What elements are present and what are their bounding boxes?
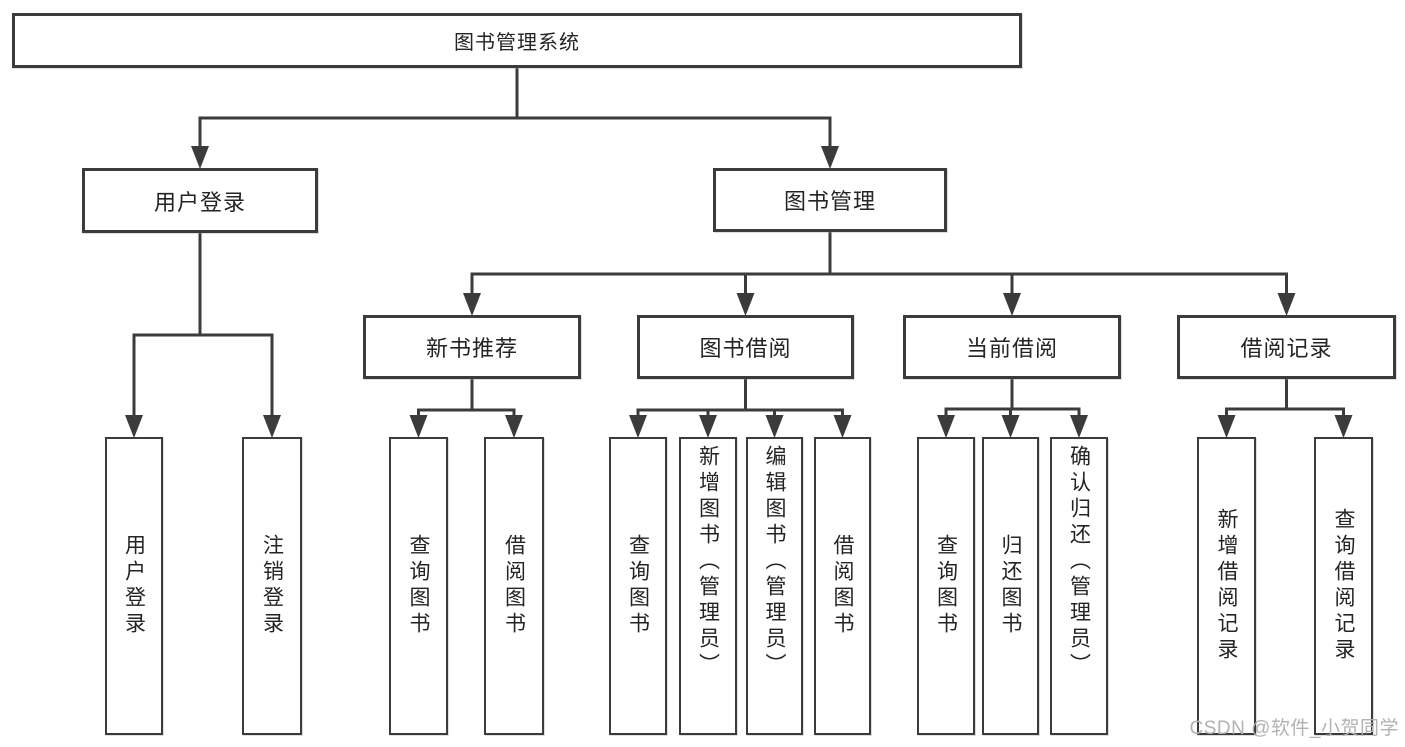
arrowhead-icon bbox=[1217, 415, 1236, 438]
arrowhead-icon bbox=[821, 146, 839, 169]
node-label-root: 图书管理系统 bbox=[454, 32, 580, 54]
node-root: 图书管理系统 bbox=[12, 13, 1022, 68]
arrowhead-icon bbox=[833, 415, 852, 438]
node-borrowing-records: 借阅记录 bbox=[1177, 315, 1396, 379]
arrowhead-icon bbox=[1277, 293, 1296, 316]
arrowhead-icon bbox=[765, 415, 784, 438]
node-label-new-book-recommend: 新书推荐 bbox=[425, 336, 518, 361]
arrowhead-icon bbox=[263, 415, 281, 438]
arrowhead-icon bbox=[191, 146, 209, 169]
arrowhead-icon bbox=[1001, 415, 1020, 438]
node-label-leaf-add-book: 新增图书（管理员） bbox=[696, 445, 720, 679]
arrowhead-icon bbox=[736, 293, 755, 316]
node-book-management: 图书管理 bbox=[713, 168, 947, 232]
node-leaf-user-login: 用户登录 bbox=[105, 437, 163, 735]
node-label-current-borrowing: 当前借阅 bbox=[965, 336, 1058, 361]
node-leaf-borrow-book-1: 借阅图书 bbox=[484, 437, 544, 735]
arrowhead-icon bbox=[505, 415, 523, 438]
node-label-book-management: 图书管理 bbox=[783, 189, 876, 214]
node-label-borrowing-records: 借阅记录 bbox=[1240, 336, 1333, 361]
node-leaf-add-borrow-record: 新增借阅记录 bbox=[1197, 437, 1256, 735]
node-label-leaf-return-book: 归还图书 bbox=[999, 534, 1022, 638]
node-label-leaf-borrow-book-1: 借阅图书 bbox=[502, 534, 526, 638]
node-label-leaf-add-borrow-record: 新增借阅记录 bbox=[1215, 508, 1238, 664]
node-label-leaf-query-book-1: 查询图书 bbox=[407, 534, 430, 638]
node-book-borrowing: 图书借阅 bbox=[637, 315, 854, 379]
node-leaf-borrow-book-2: 借阅图书 bbox=[814, 437, 871, 735]
node-leaf-logout: 注销登录 bbox=[242, 437, 302, 735]
arrowhead-icon bbox=[1070, 415, 1088, 438]
node-label-book-borrowing: 图书借阅 bbox=[699, 336, 792, 361]
node-label-leaf-query-borrow-record: 查询借阅记录 bbox=[1332, 508, 1355, 664]
node-label-user-login: 用户登录 bbox=[153, 189, 246, 215]
node-current-borrowing: 当前借阅 bbox=[903, 315, 1121, 379]
node-leaf-query-book-1: 查询图书 bbox=[389, 437, 448, 735]
node-leaf-query-book-3: 查询图书 bbox=[917, 437, 975, 735]
node-leaf-add-book: 新增图书（管理员） bbox=[679, 437, 737, 735]
arrowhead-icon bbox=[699, 415, 717, 438]
node-leaf-return-book: 归还图书 bbox=[982, 437, 1039, 735]
node-new-book-recommend: 新书推荐 bbox=[363, 315, 581, 379]
node-label-leaf-user-login: 用户登录 bbox=[122, 534, 146, 638]
node-leaf-confirm-return: 确认归还（管理员） bbox=[1050, 437, 1108, 735]
node-label-leaf-edit-book: 编辑图书（管理员） bbox=[763, 445, 786, 679]
node-label-leaf-borrow-book-2: 借阅图书 bbox=[831, 534, 854, 638]
node-label-leaf-query-book-3: 查询图书 bbox=[934, 534, 958, 638]
watermark: CSDN @软件_小贺同学 bbox=[1189, 718, 1399, 739]
arrowhead-icon bbox=[463, 293, 481, 316]
arrowhead-icon bbox=[629, 415, 647, 438]
node-label-leaf-confirm-return: 确认归还（管理员） bbox=[1067, 445, 1091, 679]
arrowhead-icon bbox=[1334, 415, 1353, 438]
node-leaf-query-book-2: 查询图书 bbox=[609, 437, 667, 735]
node-label-leaf-logout: 注销登录 bbox=[260, 534, 284, 638]
arrowhead-icon bbox=[125, 415, 143, 438]
arrowhead-icon bbox=[1003, 293, 1021, 316]
node-leaf-query-borrow-record: 查询借阅记录 bbox=[1314, 437, 1373, 735]
arrowhead-icon bbox=[409, 415, 428, 438]
node-label-leaf-query-book-2: 查询图书 bbox=[626, 534, 650, 638]
node-leaf-edit-book: 编辑图书（管理员） bbox=[746, 437, 803, 735]
node-user-login: 用户登录 bbox=[82, 168, 318, 233]
arrowhead-icon bbox=[937, 415, 955, 438]
